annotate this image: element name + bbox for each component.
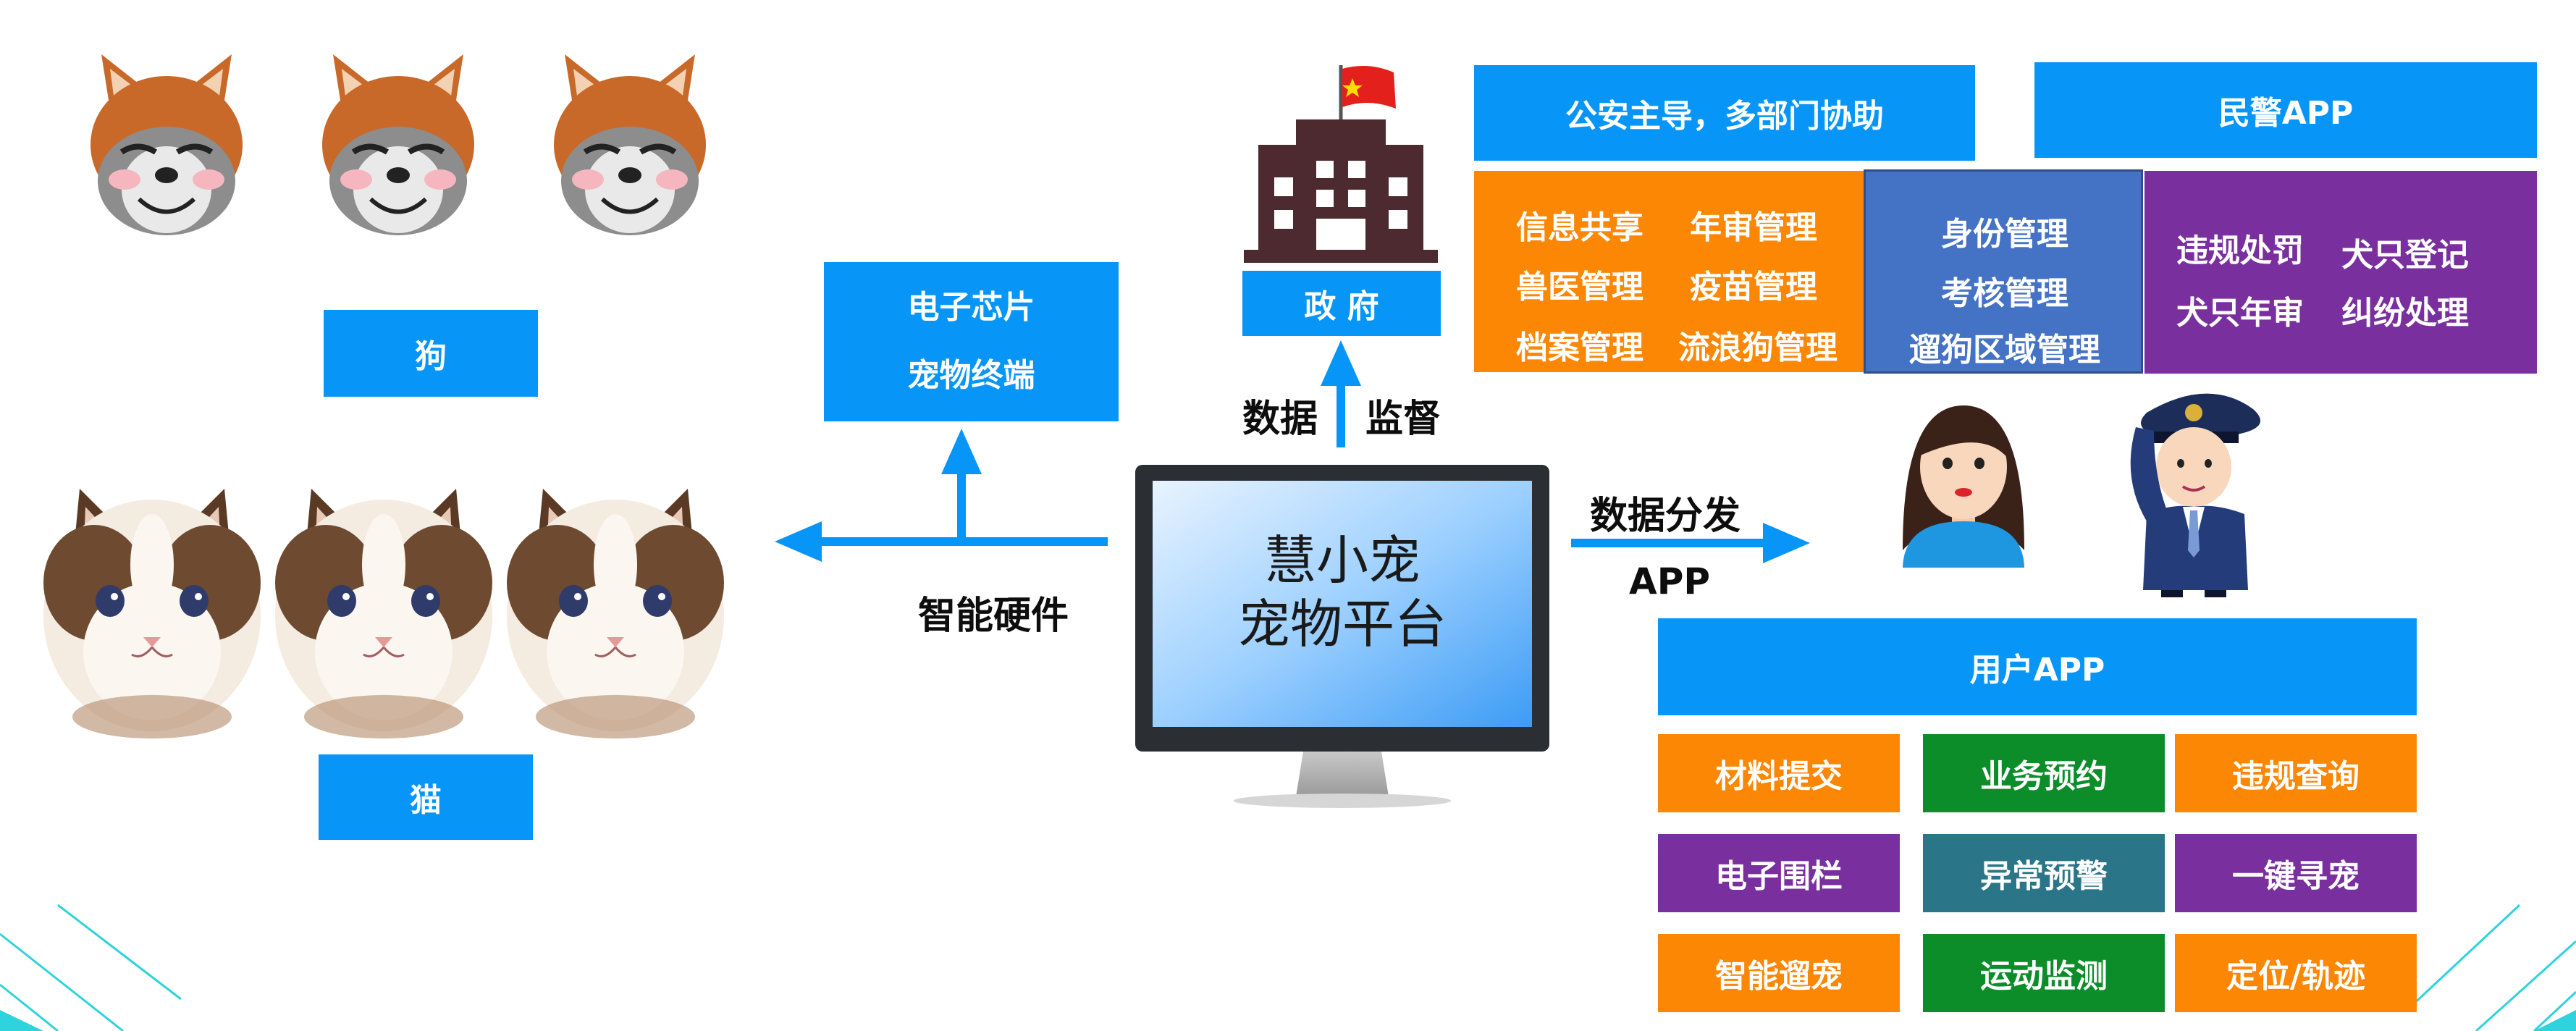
arrow-left-head: [775, 521, 822, 562]
deco-line-right-1: [2409, 904, 2521, 1008]
user-btn-label: 异常预警: [1980, 858, 2108, 895]
user-btn-violation-query[interactable]: 违规查询: [2175, 734, 2417, 812]
deco-line-left-3: [0, 983, 59, 1031]
police-app-header-box: 民警APP: [2034, 62, 2537, 158]
arrow-right-head: [1763, 523, 1810, 563]
government-label-box: 政 府: [1242, 271, 1441, 336]
user-woman-icon: [1903, 405, 2024, 568]
user-btn-anomaly-alert[interactable]: 异常预警: [1923, 834, 2165, 912]
hardware-box: 电子芯片 宠物终端: [824, 262, 1119, 421]
police-item-walk-area: 遛狗区域管理: [1909, 332, 2100, 369]
arrow-hardware-shaft: [957, 471, 966, 537]
hardware-arrow-label: 智能硬件: [918, 594, 1069, 638]
user-btn-find-pet[interactable]: 一键寻宠: [2175, 834, 2417, 912]
police-orange-block: 信息共享 年审管理 兽医管理 疫苗管理 档案管理 流浪狗管理: [1474, 171, 1864, 372]
platform-line-2: 宠物平台: [1237, 594, 1447, 655]
deco-line-right-3: [2533, 990, 2576, 1031]
cat-label-box: 猫: [319, 754, 533, 840]
user-btn-motion-monitor[interactable]: 运动监测: [1923, 934, 2165, 1012]
user-btn-submit-materials[interactable]: 材料提交: [1658, 734, 1900, 812]
deco-triangle-left: [0, 1010, 43, 1031]
user-btn-label: 业务预约: [1980, 758, 2108, 795]
user-btn-label: 电子围栏: [1715, 858, 1843, 895]
police-item-identity: 身份管理: [1941, 216, 2068, 253]
user-app-header-box: 用户APP: [1658, 618, 2417, 715]
user-btn-appointment[interactable]: 业务预约: [1923, 734, 2165, 812]
police-item-register: 犬只登记: [2341, 237, 2469, 274]
user-btn-label: 运动监测: [1980, 958, 2108, 995]
arrow-right-shaft: [1571, 539, 1788, 547]
user-btn-location-track[interactable]: 定位/轨迹: [2175, 934, 2417, 1012]
user-btn-smart-walk[interactable]: 智能遛宠: [1658, 934, 1900, 1012]
user-btn-geofence[interactable]: 电子围栏: [1658, 834, 1900, 912]
police-header-box: 公安主导，多部门协助: [1474, 65, 1975, 161]
cat-label: 猫: [410, 782, 442, 819]
police-item-info-share: 信息共享: [1516, 209, 1643, 246]
platform-title: 慧小宠 宠物平台: [1153, 529, 1532, 656]
data-label: 数据: [1242, 397, 1318, 441]
deco-line-left-2: [0, 933, 124, 1031]
police-header: 公安主导，多部门协助: [1565, 98, 1884, 135]
police-item-assessment: 考核管理: [1941, 275, 2068, 312]
user-btn-label: 材料提交: [1715, 758, 1843, 795]
arrow-gov-shaft: [1337, 382, 1345, 447]
distribution-app-label: APP: [1629, 560, 1710, 602]
user-btn-label: 智能遛宠: [1715, 958, 1843, 995]
police-item-archive: 档案管理: [1516, 329, 1643, 366]
police-item-penalty: 违规处罚: [2176, 232, 2304, 269]
arrow-hardware-head: [941, 429, 982, 474]
hardware-line-1: 电子芯片: [907, 289, 1035, 326]
police-item-vet: 兽医管理: [1516, 269, 1643, 306]
police-blue-block: 身份管理 考核管理 遛狗区域管理: [1864, 169, 2143, 374]
user-app-header: 用户APP: [1969, 652, 2105, 689]
police-item-dog-annual: 犬只年审: [2176, 295, 2304, 332]
police-item-vaccine: 疫苗管理: [1690, 269, 1817, 306]
user-btn-label: 定位/轨迹: [2226, 958, 2366, 995]
dog-label: 狗: [415, 338, 447, 375]
government-label: 政 府: [1304, 288, 1379, 325]
police-item-annual-review: 年审管理: [1690, 209, 1817, 246]
policeman-icon: [2130, 393, 2261, 597]
police-purple-block: 违规处罚 犬只登记 犬只年审 纠纷处理: [2144, 171, 2537, 374]
police-item-stray: 流浪狗管理: [1678, 329, 1838, 366]
police-app-header: 民警APP: [2218, 95, 2354, 132]
police-item-dispute: 纠纷处理: [2341, 295, 2469, 332]
deco-line-left-1: [57, 904, 182, 1001]
distribution-label: 数据分发: [1590, 495, 1741, 538]
deco-triangle-right: [2534, 1010, 2576, 1031]
supervise-label: 监督: [1365, 397, 1441, 441]
user-btn-label: 违规查询: [2232, 758, 2360, 795]
dog-label-box: 狗: [324, 310, 538, 397]
arrow-left-shaft: [818, 537, 1108, 546]
arrow-gov-head: [1321, 340, 1361, 386]
user-btn-label: 一键寻宠: [2232, 858, 2360, 895]
platform-line-1: 慧小宠: [1263, 530, 1420, 591]
deco-line-right-2: [2475, 940, 2576, 1031]
hardware-line-2: 宠物终端: [907, 357, 1035, 394]
